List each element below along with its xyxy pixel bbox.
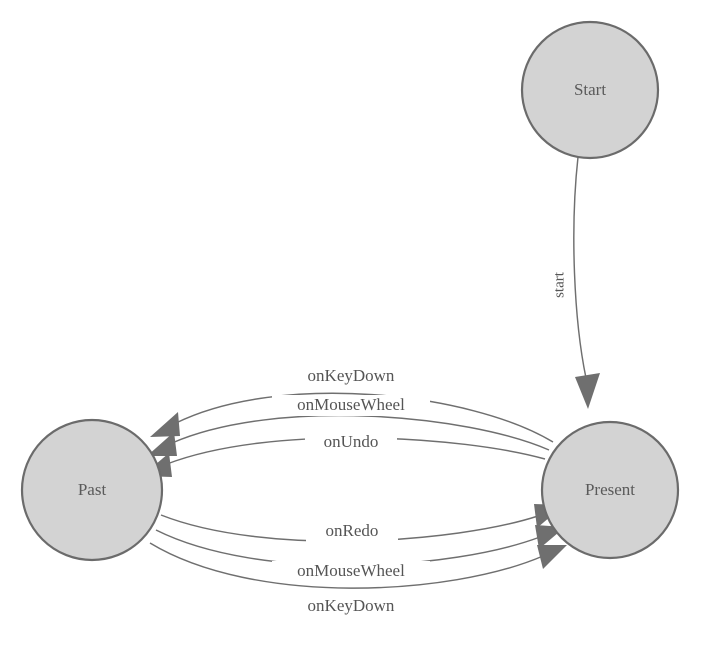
edge-label-onmousewheel-top: onMouseWheel — [297, 395, 405, 414]
edge-past-to-present-onmousewheel: onMouseWheel — [155, 525, 565, 582]
node-past-label: Past — [78, 480, 107, 499]
edge-label-bg-3 — [305, 432, 397, 453]
edge-present-to-past-onkeydown-arrowhead — [150, 412, 180, 437]
node-past-circle[interactable] — [20, 418, 164, 562]
edge-label-bg-4 — [306, 521, 398, 542]
node-start[interactable]: Start — [520, 20, 660, 160]
edge-present-to-past-onmousewheel-path — [171, 414, 550, 451]
edge-present-to-past-onmousewheel: onMouseWheel — [147, 395, 550, 456]
node-past[interactable]: Past — [20, 418, 164, 562]
edge-label-bg-1 — [283, 366, 419, 387]
edge-label-onkeydown-top: onKeyDown — [308, 366, 395, 385]
edge-label-bg-6 — [283, 596, 419, 617]
edge-start-to-present: start — [551, 156, 600, 409]
node-present[interactable]: Present — [540, 420, 680, 560]
edge-past-to-present-onkeydown-path — [149, 542, 544, 589]
edge-start-to-present-arrowhead — [575, 373, 600, 409]
edge-present-to-past-onundo: onUndo — [142, 432, 546, 477]
edge-present-to-past-onmousewheel-arrowhead — [147, 432, 177, 456]
edge-past-to-present-onkeydown-arrowhead — [537, 545, 567, 569]
edge-label-bg-5 — [272, 561, 430, 582]
edge-past-to-present-onkeydown: onKeyDown — [149, 542, 567, 617]
edge-present-to-past-onkeydown: onKeyDown — [150, 366, 554, 443]
edge-start-to-present-path — [573, 156, 587, 379]
edge-label-onundo: onUndo — [324, 432, 379, 451]
node-start-label: Start — [574, 80, 606, 99]
edge-present-to-past-onkeydown-path — [175, 392, 554, 443]
edge-label-onkeydown-bottom: onKeyDown — [308, 596, 395, 615]
edge-past-to-present-onredo: onRedo — [160, 504, 564, 542]
edge-label-onredo: onRedo — [326, 521, 379, 540]
edge-label-onmousewheel-bottom: onMouseWheel — [297, 561, 405, 580]
edge-label-bg-2 — [272, 395, 430, 416]
node-present-circle[interactable] — [540, 420, 680, 560]
node-present-label: Present — [585, 480, 635, 499]
node-start-circle[interactable] — [520, 20, 660, 160]
edge-label-start: start — [551, 271, 567, 298]
